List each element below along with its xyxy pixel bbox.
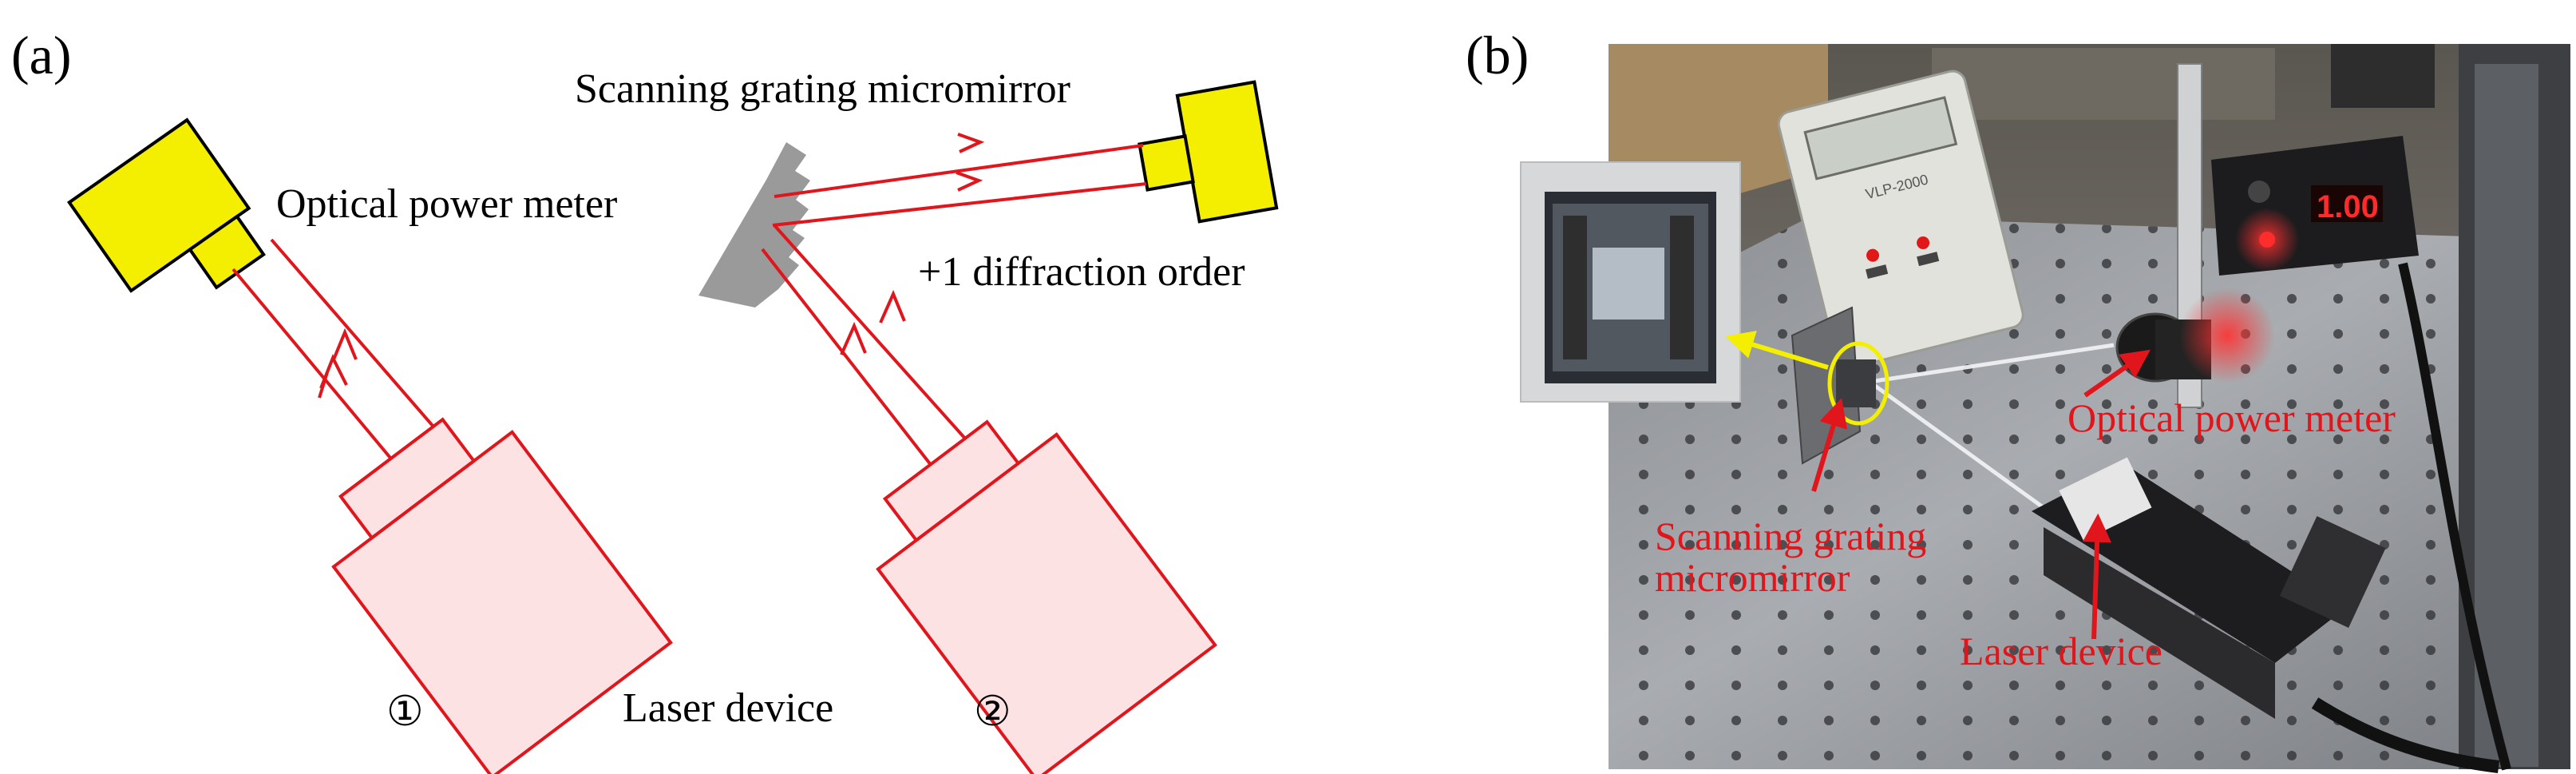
power-meter-controller: 1.00 [2211, 136, 2419, 276]
laser-device-photo [2032, 262, 2511, 773]
inset-pointer-arrow [1725, 331, 1829, 370]
micromirror-inset-photo [1520, 161, 1741, 403]
laser-device-label: Laser device [623, 685, 833, 731]
setup-2-marker: ② [974, 689, 1011, 735]
laser-device-1-icon [331, 417, 673, 774]
optical-power-meter-label: Optical power meter [276, 181, 617, 227]
power-meter-1-icon [66, 117, 266, 293]
setup-2-beams [761, 133, 1147, 489]
grating-micromirror-icon [698, 142, 810, 308]
panel-a-schematic: (a) Optical power meter ① Laser device S… [11, 25, 1279, 774]
photo-scanning-grating-label-line2: micromirror [1655, 555, 1850, 600]
setup-1-arrow-head [319, 354, 348, 389]
grating-highlight-ellipse [1827, 341, 1889, 426]
setup-1-marker: ① [386, 689, 424, 735]
laser-pointer-arrow [2083, 513, 2112, 640]
panel-b-photo: (b) VLP-2000 [1466, 25, 2570, 773]
photo-laser-device-label: Laser device [1960, 629, 2162, 673]
detector-head [2115, 288, 2275, 383]
power-meter-pointer-arrow [2083, 349, 2151, 398]
photo-beams [1868, 343, 2115, 522]
panel-a-label: (a) [11, 25, 71, 85]
handheld-power-meter: VLP-2000 [1777, 69, 2024, 370]
photo-optical-power-meter-label: Optical power meter [2068, 395, 2396, 440]
controller-display-reading: 1.00 [2317, 189, 2379, 224]
scanning-grating-label: Scanning grating micromirror [575, 66, 1070, 112]
diffraction-order-label: +1 diffraction order [918, 249, 1245, 295]
setup-1-beams [231, 238, 445, 473]
laser-device-2-icon [876, 419, 1217, 774]
photo-scanning-grating-label-line1: Scanning grating [1655, 514, 1926, 558]
panel-b-label: (b) [1466, 25, 1529, 85]
grating-pointer-arrow [1811, 398, 1847, 492]
power-meter-2-icon [1138, 80, 1279, 224]
